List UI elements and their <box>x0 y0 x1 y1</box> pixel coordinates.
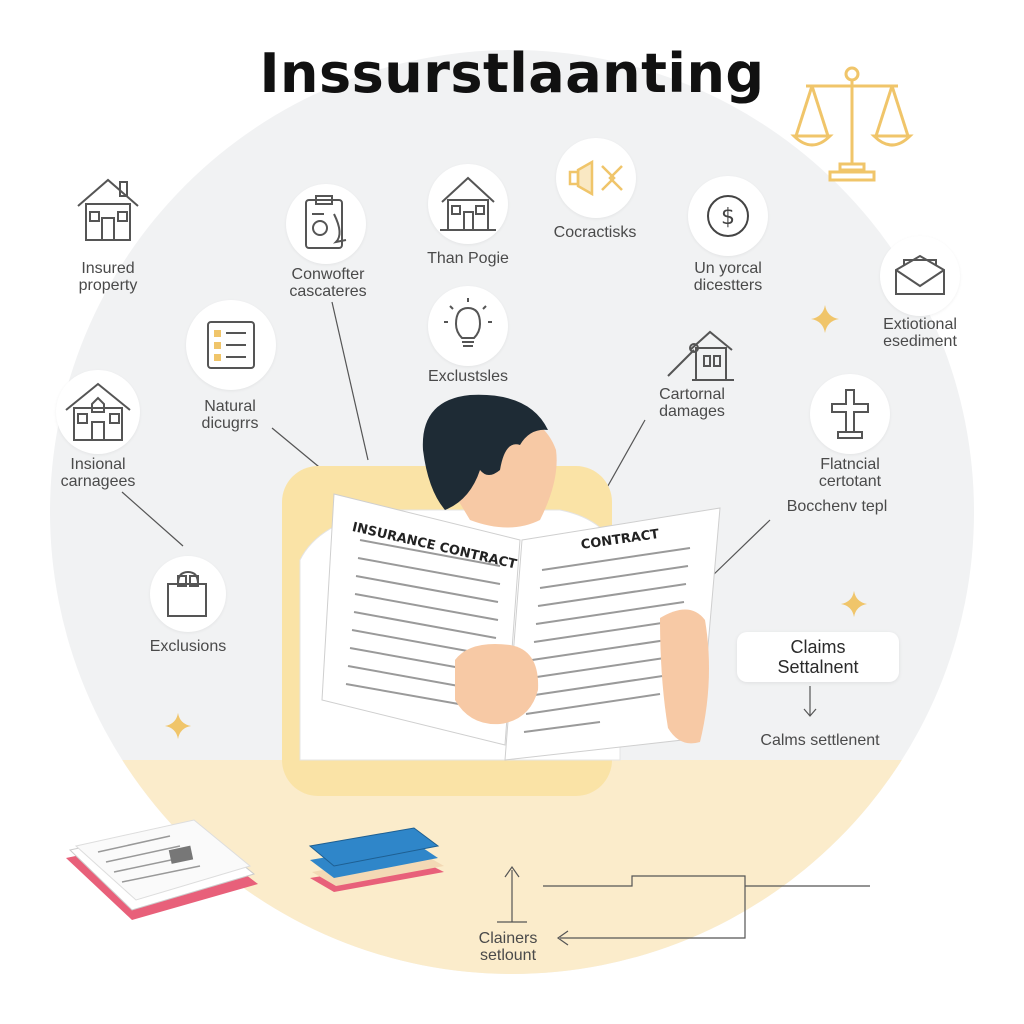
megaphone-icon <box>556 138 636 218</box>
label-than-pogie: Than Pogie <box>427 250 509 267</box>
label-exclusions: Exclusions <box>149 638 227 655</box>
page-title: Inssurstlaanting <box>259 42 765 105</box>
label-insured-property: Insured property <box>78 260 138 294</box>
paper-stack <box>66 819 258 920</box>
svg-text:$: $ <box>721 205 735 230</box>
label-natural: Natural dicugrrs <box>201 398 259 432</box>
house-repair-icon <box>664 326 736 386</box>
scales-of-justice-icon <box>790 64 914 188</box>
clipboard-icon <box>286 184 366 264</box>
label-calms-settlement: Calms settlenent <box>760 732 880 749</box>
house-icon <box>428 164 508 244</box>
label-extiotional: Extiotional esediment <box>883 316 957 350</box>
left-hand <box>455 644 539 725</box>
cross-icon <box>810 374 890 454</box>
envelope-icon <box>880 236 960 316</box>
sparkle-icon <box>164 712 192 740</box>
book <box>308 827 444 892</box>
sparkle-icon <box>840 590 868 618</box>
house-icon <box>72 174 144 244</box>
right-hand <box>660 609 709 744</box>
dollar-coin-icon: $ <box>688 176 768 256</box>
house-icon <box>56 370 140 454</box>
label-exclustsles: Exclustsles <box>427 368 509 385</box>
document-text-lines <box>345 539 691 733</box>
label-insional: Insional carnagees <box>60 456 136 490</box>
connector-lines <box>121 301 870 946</box>
checklist-icon <box>186 300 276 390</box>
label-bocchenv: Bocchenv tepl <box>786 498 888 515</box>
label-conwofter: Conwofter cascateres <box>289 266 367 300</box>
label-flatncial: Flatncial certotant <box>818 456 882 490</box>
lightbulb-icon <box>428 286 508 366</box>
person-hair <box>422 394 548 510</box>
box-icon <box>150 556 226 632</box>
sparkle-icon <box>810 304 840 334</box>
label-un-yorcal: Un yorcal dicestters <box>693 260 763 294</box>
label-clainers: Clainers setlount <box>478 930 538 964</box>
claims-settlement-box: Claims Settalnent <box>737 632 899 682</box>
label-cartornal: Cartornal damages <box>659 386 725 420</box>
label-cocractisks: Cocractisks <box>553 224 637 241</box>
